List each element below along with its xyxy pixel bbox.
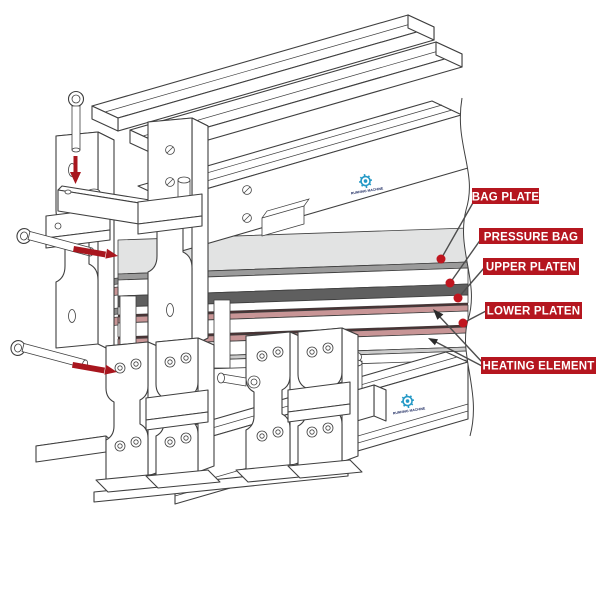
bracket-bolt-hole [64, 189, 72, 195]
leader-dot [445, 278, 455, 288]
leader-line [457, 267, 485, 299]
upper-columns [45, 117, 209, 357]
brand-text: RUNNING MACHINE [393, 406, 427, 415]
leader-line [440, 200, 475, 260]
column-foot [145, 469, 221, 489]
assembly-bolts [10, 90, 118, 375]
clamp-bolt-icon [54, 222, 62, 230]
leader-dot [453, 293, 463, 303]
column-foot [287, 459, 363, 479]
hex-bolt-icon [256, 346, 284, 442]
hex-bolt-icon [114, 358, 142, 452]
leader-arrowhead [433, 309, 444, 320]
left-stub-rail [35, 435, 113, 463]
label-text: HEATING ELEMENT [482, 361, 594, 373]
callout-leaders [428, 200, 487, 367]
top-rail-front-end [435, 41, 463, 68]
leader-arrowhead [428, 338, 438, 346]
leader-dot [458, 318, 468, 328]
hex-bolt-icon [306, 342, 334, 438]
column-slot-hole [166, 303, 174, 317]
clamp-bar-face [287, 403, 351, 423]
tie-strap [213, 299, 231, 369]
brand-logo-lower: RUNNING MACHINE [393, 393, 427, 415]
bracket-side [373, 384, 387, 422]
clamp-bar-face [145, 411, 209, 431]
label-lower-platen: LOWER PLATEN [485, 302, 582, 319]
brand-text: RUNNING MACHINE [351, 186, 385, 195]
column-slot-hole [68, 309, 76, 323]
clamp-bar-face [137, 215, 203, 235]
leader-line [435, 341, 483, 367]
label-bag-plate: BAG PLATE [472, 188, 540, 204]
side-pin-bolt [217, 372, 261, 389]
red-arrow-right [72, 362, 117, 375]
gear-machine-logo-icon [358, 173, 373, 189]
leader-line [449, 238, 482, 284]
brand-logo-upper: RUNNING MACHINE [351, 173, 385, 195]
label-text: LOWER PLATEN [487, 306, 581, 318]
label-text: PRESSURE BAG [484, 232, 578, 244]
column-side-face [97, 131, 115, 353]
leader-line [439, 316, 483, 363]
callout-labels: BAG PLATE PRESSURE BAG UPPER PLATEN LOWE… [472, 188, 596, 374]
bottom-column [287, 327, 363, 479]
column-side-face [191, 117, 209, 347]
vertical-bolt [67, 90, 85, 153]
beam-bolts [242, 185, 252, 223]
top-rail-back-left-end [91, 105, 119, 132]
red-arrow-right [73, 246, 118, 259]
leader-dot [436, 254, 446, 264]
label-heating-element: HEATING ELEMENT [481, 357, 596, 374]
label-text: UPPER PLATEN [486, 262, 576, 274]
label-upper-platen: UPPER PLATEN [483, 258, 579, 275]
beam-slot-hole [261, 198, 310, 237]
top-rails [91, 14, 463, 156]
gear-machine-logo-icon [400, 393, 415, 409]
top-rail-back-end [407, 14, 435, 41]
hex-bolt-icon [164, 352, 192, 448]
label-text: BAG PLATE [472, 192, 540, 204]
bottom-column [145, 337, 221, 489]
bottom-columns [93, 327, 363, 503]
label-pressure-bag: PRESSURE BAG [479, 228, 583, 244]
red-arrow-down [70, 156, 81, 184]
